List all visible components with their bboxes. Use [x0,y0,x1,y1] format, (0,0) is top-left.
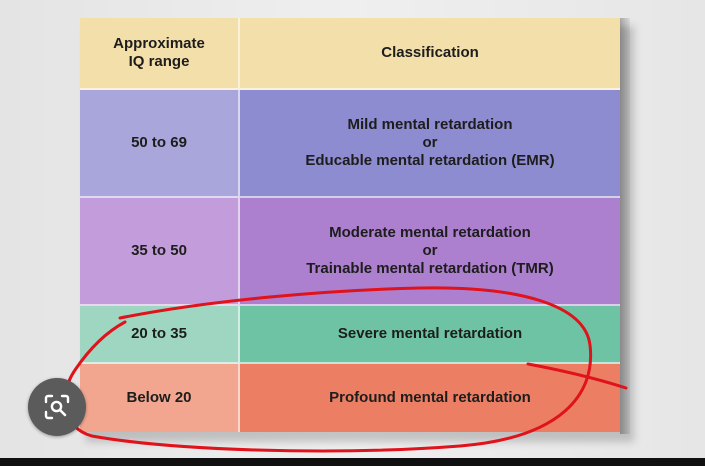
table-row-classification: Profound mental retardation [240,364,620,432]
table-row-range: 35 to 50 [80,198,240,306]
range-cell: 35 to 50 [131,242,187,259]
range-cell: Below 20 [126,389,192,406]
range-cell: 50 to 69 [131,134,187,151]
table-row-range: 50 to 69 [80,90,240,198]
table-side-edge [620,18,630,434]
classification-line: or [422,242,438,259]
classification-line: Severe mental retardation [337,325,523,342]
header-classification: Classification [240,18,620,90]
header-iq-range-label: Approximate IQ range [113,35,205,70]
header-classification-label: Classification [381,44,479,61]
classification-line: Mild mental retardation [347,116,513,133]
classification-line: Moderate mental retardation [329,224,531,241]
header-iq-range: Approximate IQ range [80,18,240,90]
classification-line: Trainable mental retardation (TMR) [306,260,554,277]
table-row-classification: Mild mental retardation or Educable ment… [240,90,620,198]
iq-classification-table: Approximate IQ range Classification 50 t… [80,18,634,442]
classification-line: Profound mental retardation [329,389,531,406]
table-row-classification: Severe mental retardation [240,306,620,364]
classification-line: Educable mental retardation (EMR) [305,152,555,169]
table-row-range: Below 20 [80,364,240,432]
lens-search-button[interactable] [28,378,86,436]
bottom-bar [0,458,705,466]
classification-line: or [422,134,438,151]
lens-search-icon [44,394,70,420]
table-row-classification: Moderate mental retardation or Trainable… [240,198,620,306]
range-cell: 20 to 35 [131,325,187,342]
table-row-range: 20 to 35 [80,306,240,364]
